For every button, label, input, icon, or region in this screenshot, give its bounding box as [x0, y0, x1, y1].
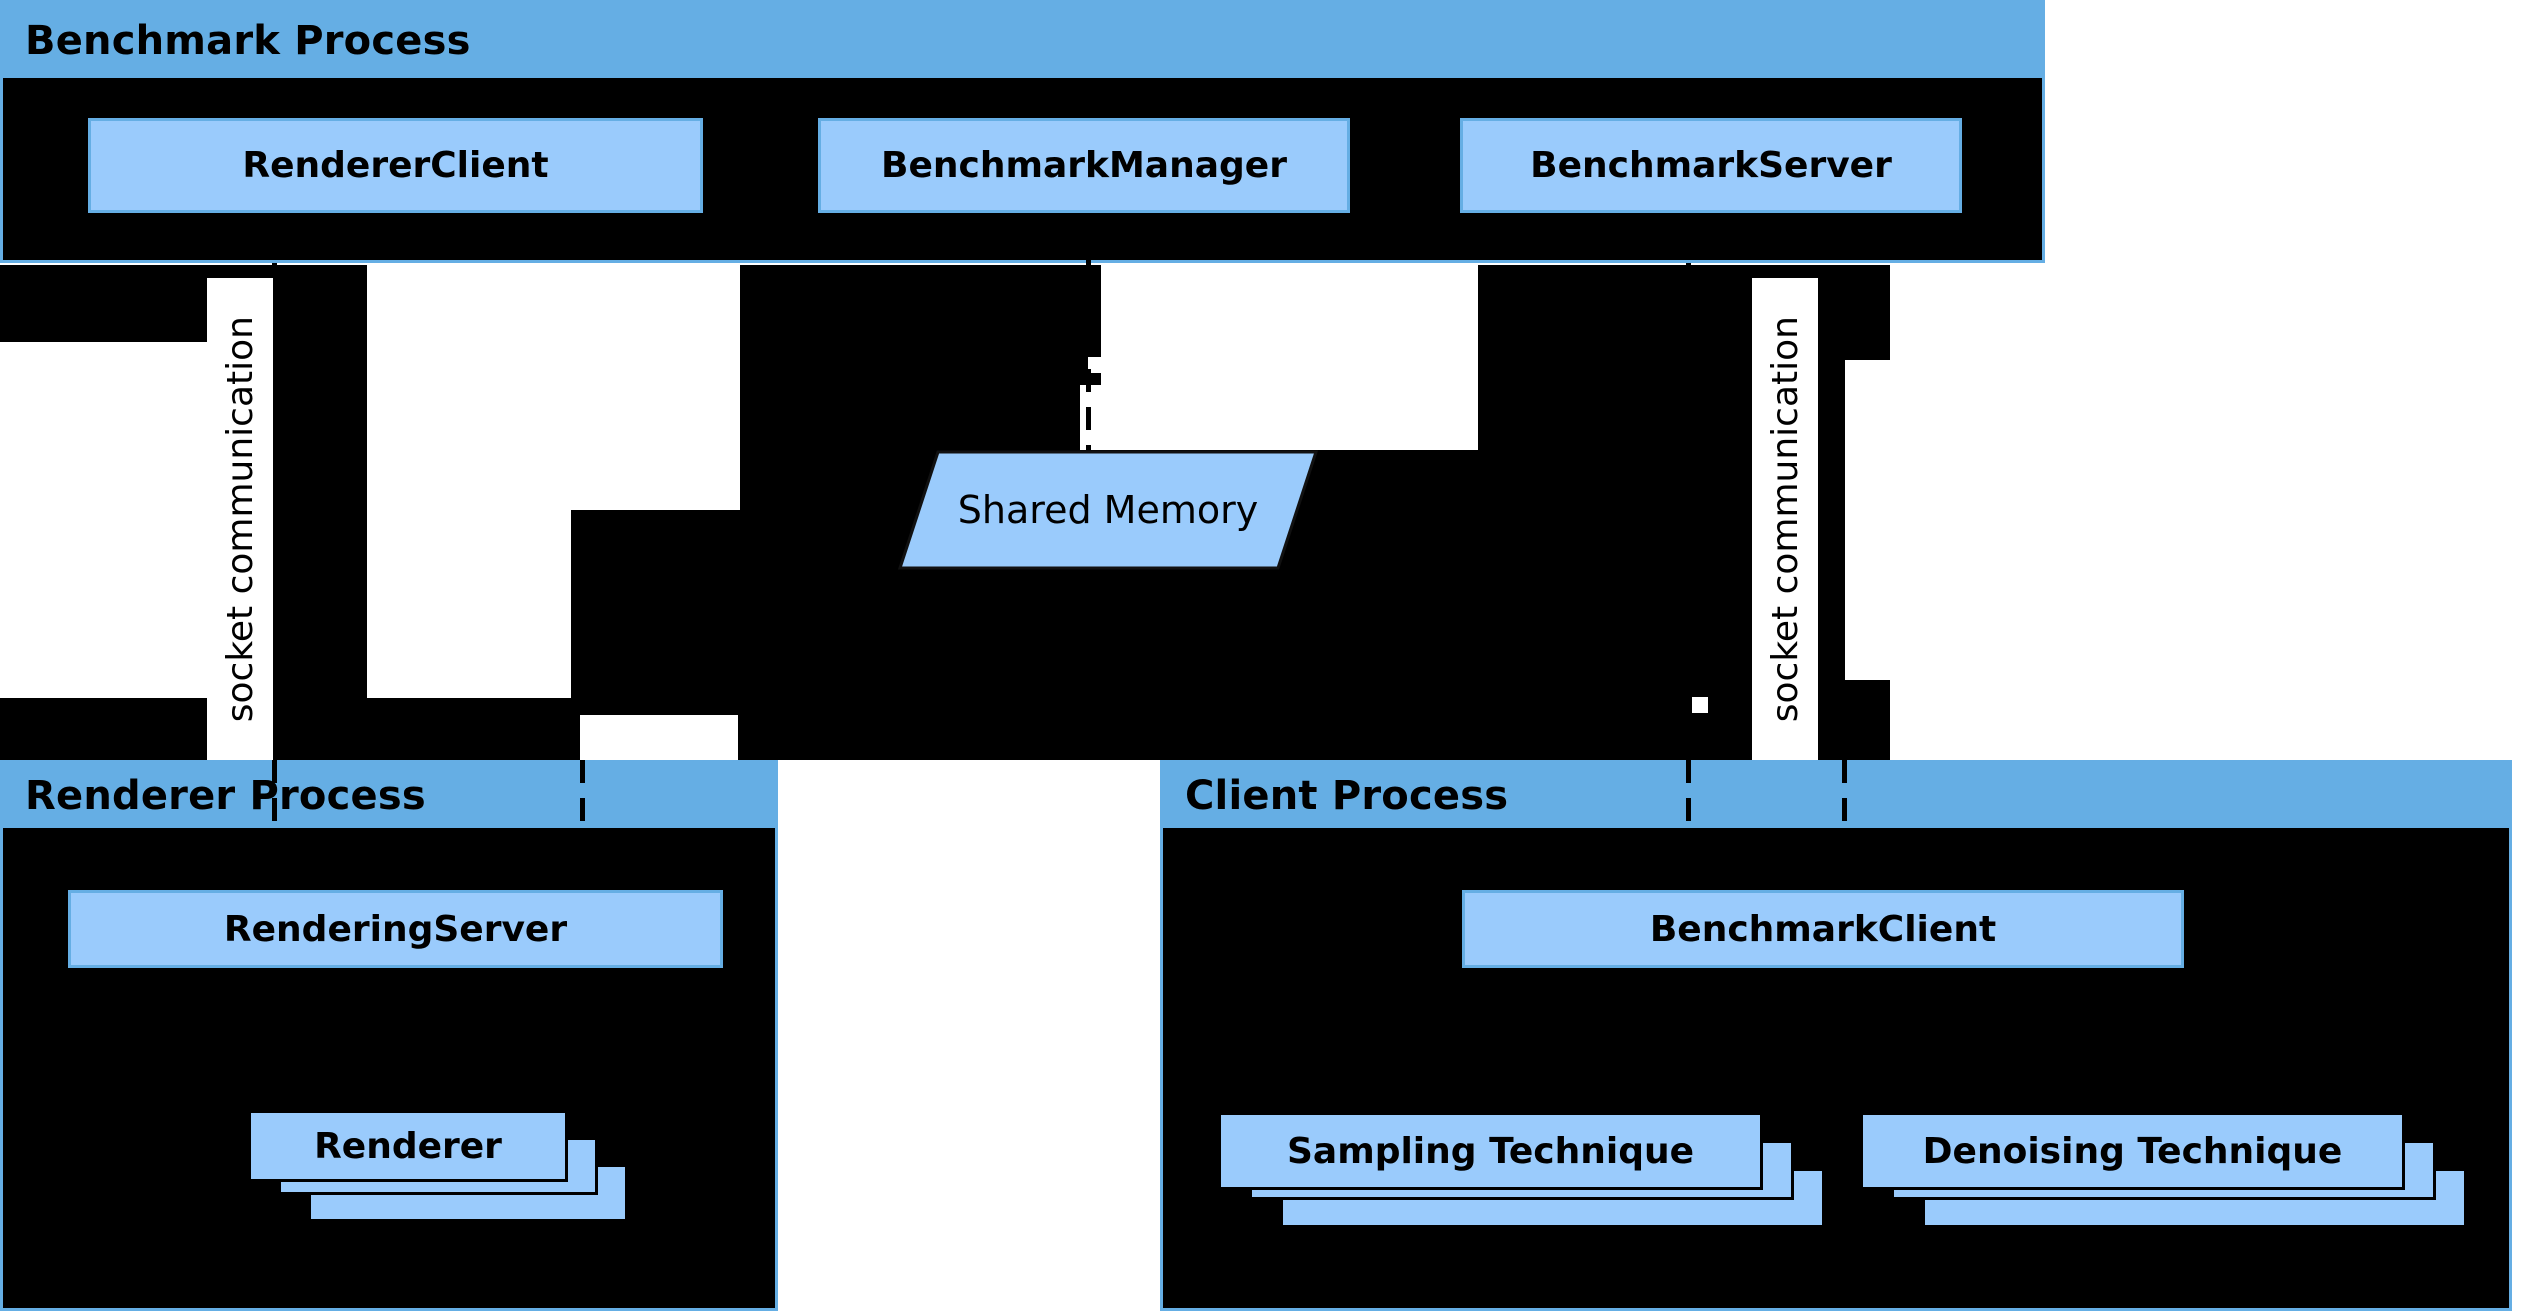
- render-artifact: [740, 265, 1080, 450]
- socket-connector-right-overlay-2: [1842, 760, 1847, 826]
- socket-connector-left-overlay-2: [580, 760, 585, 826]
- client-process-title: Client Process: [1185, 772, 1509, 819]
- stack-renderer[interactable]: Renderer: [248, 1110, 628, 1230]
- node-renderer-client[interactable]: RendererClient: [88, 118, 703, 213]
- render-artifact: [0, 698, 580, 760]
- line-gap: [1692, 697, 1708, 713]
- shared-memory-rail: [738, 583, 1501, 588]
- shared-memory-leg-right: [1496, 583, 1501, 763]
- socket-connector-left-overlay: [272, 760, 277, 826]
- shared-memory-node[interactable]: Shared Memory: [898, 450, 1318, 570]
- socket-communication-text-right: socket communication: [1764, 315, 1806, 723]
- client-process-header: Client Process: [1163, 763, 2509, 828]
- render-artifact: [571, 510, 740, 715]
- render-artifact: [271, 265, 367, 715]
- shared-memory-shape: [898, 450, 1318, 570]
- line-gap: [1088, 357, 1104, 373]
- benchmark-process-header: Benchmark Process: [3, 3, 2042, 78]
- node-benchmark-server-label: BenchmarkServer: [1530, 145, 1892, 186]
- stack-denoising-technique[interactable]: Denoising Technique: [1860, 1112, 2480, 1242]
- node-rendering-server-label: RenderingServer: [223, 908, 568, 950]
- render-artifact: [1160, 698, 1850, 760]
- shared-memory-connector-top: [1086, 255, 1091, 455]
- node-renderer-client-label: RendererClient: [242, 145, 549, 186]
- render-artifact: [1818, 680, 1890, 760]
- shared-memory-label: Shared Memory: [957, 488, 1259, 532]
- render-artifact: [740, 585, 1478, 715]
- node-benchmark-server[interactable]: BenchmarkServer: [1460, 118, 1962, 213]
- socket-connector-right: [1686, 263, 1691, 823]
- stack-denoising-label: Denoising Technique: [1922, 1130, 2343, 1172]
- node-benchmark-client[interactable]: BenchmarkClient: [1462, 890, 2184, 968]
- stack-renderer-label: Renderer: [314, 1125, 502, 1167]
- node-benchmark-manager-label: BenchmarkManager: [881, 145, 1287, 186]
- stack-denoising-sheet-1[interactable]: Denoising Technique: [1860, 1112, 2405, 1190]
- renderer-process-header: Renderer Process: [3, 763, 775, 828]
- stack-sampling-label: Sampling Technique: [1286, 1130, 1695, 1172]
- node-benchmark-manager[interactable]: BenchmarkManager: [818, 118, 1350, 213]
- stack-sampling-sheet-1[interactable]: Sampling Technique: [1218, 1112, 1763, 1190]
- stack-renderer-sheet-1[interactable]: Renderer: [248, 1110, 568, 1182]
- shared-memory-leg-left: [738, 583, 743, 763]
- benchmark-process-title: Benchmark Process: [25, 17, 471, 64]
- socket-connector-left: [272, 263, 277, 823]
- socket-communication-text-left: socket communication: [219, 315, 261, 723]
- render-artifact: [1845, 265, 1890, 360]
- renderer-process-title: Renderer Process: [25, 772, 426, 819]
- stack-sampling-technique[interactable]: Sampling Technique: [1218, 1112, 1838, 1242]
- socket-connector-right-overlay: [1686, 760, 1691, 826]
- socket-communication-label-left: socket communication: [207, 278, 273, 760]
- benchmark-process-container[interactable]: Benchmark Process: [0, 0, 2045, 263]
- node-benchmark-client-label: BenchmarkClient: [1649, 908, 1997, 950]
- socket-communication-label-right: socket communication: [1752, 278, 1818, 760]
- node-rendering-server[interactable]: RenderingServer: [68, 890, 723, 968]
